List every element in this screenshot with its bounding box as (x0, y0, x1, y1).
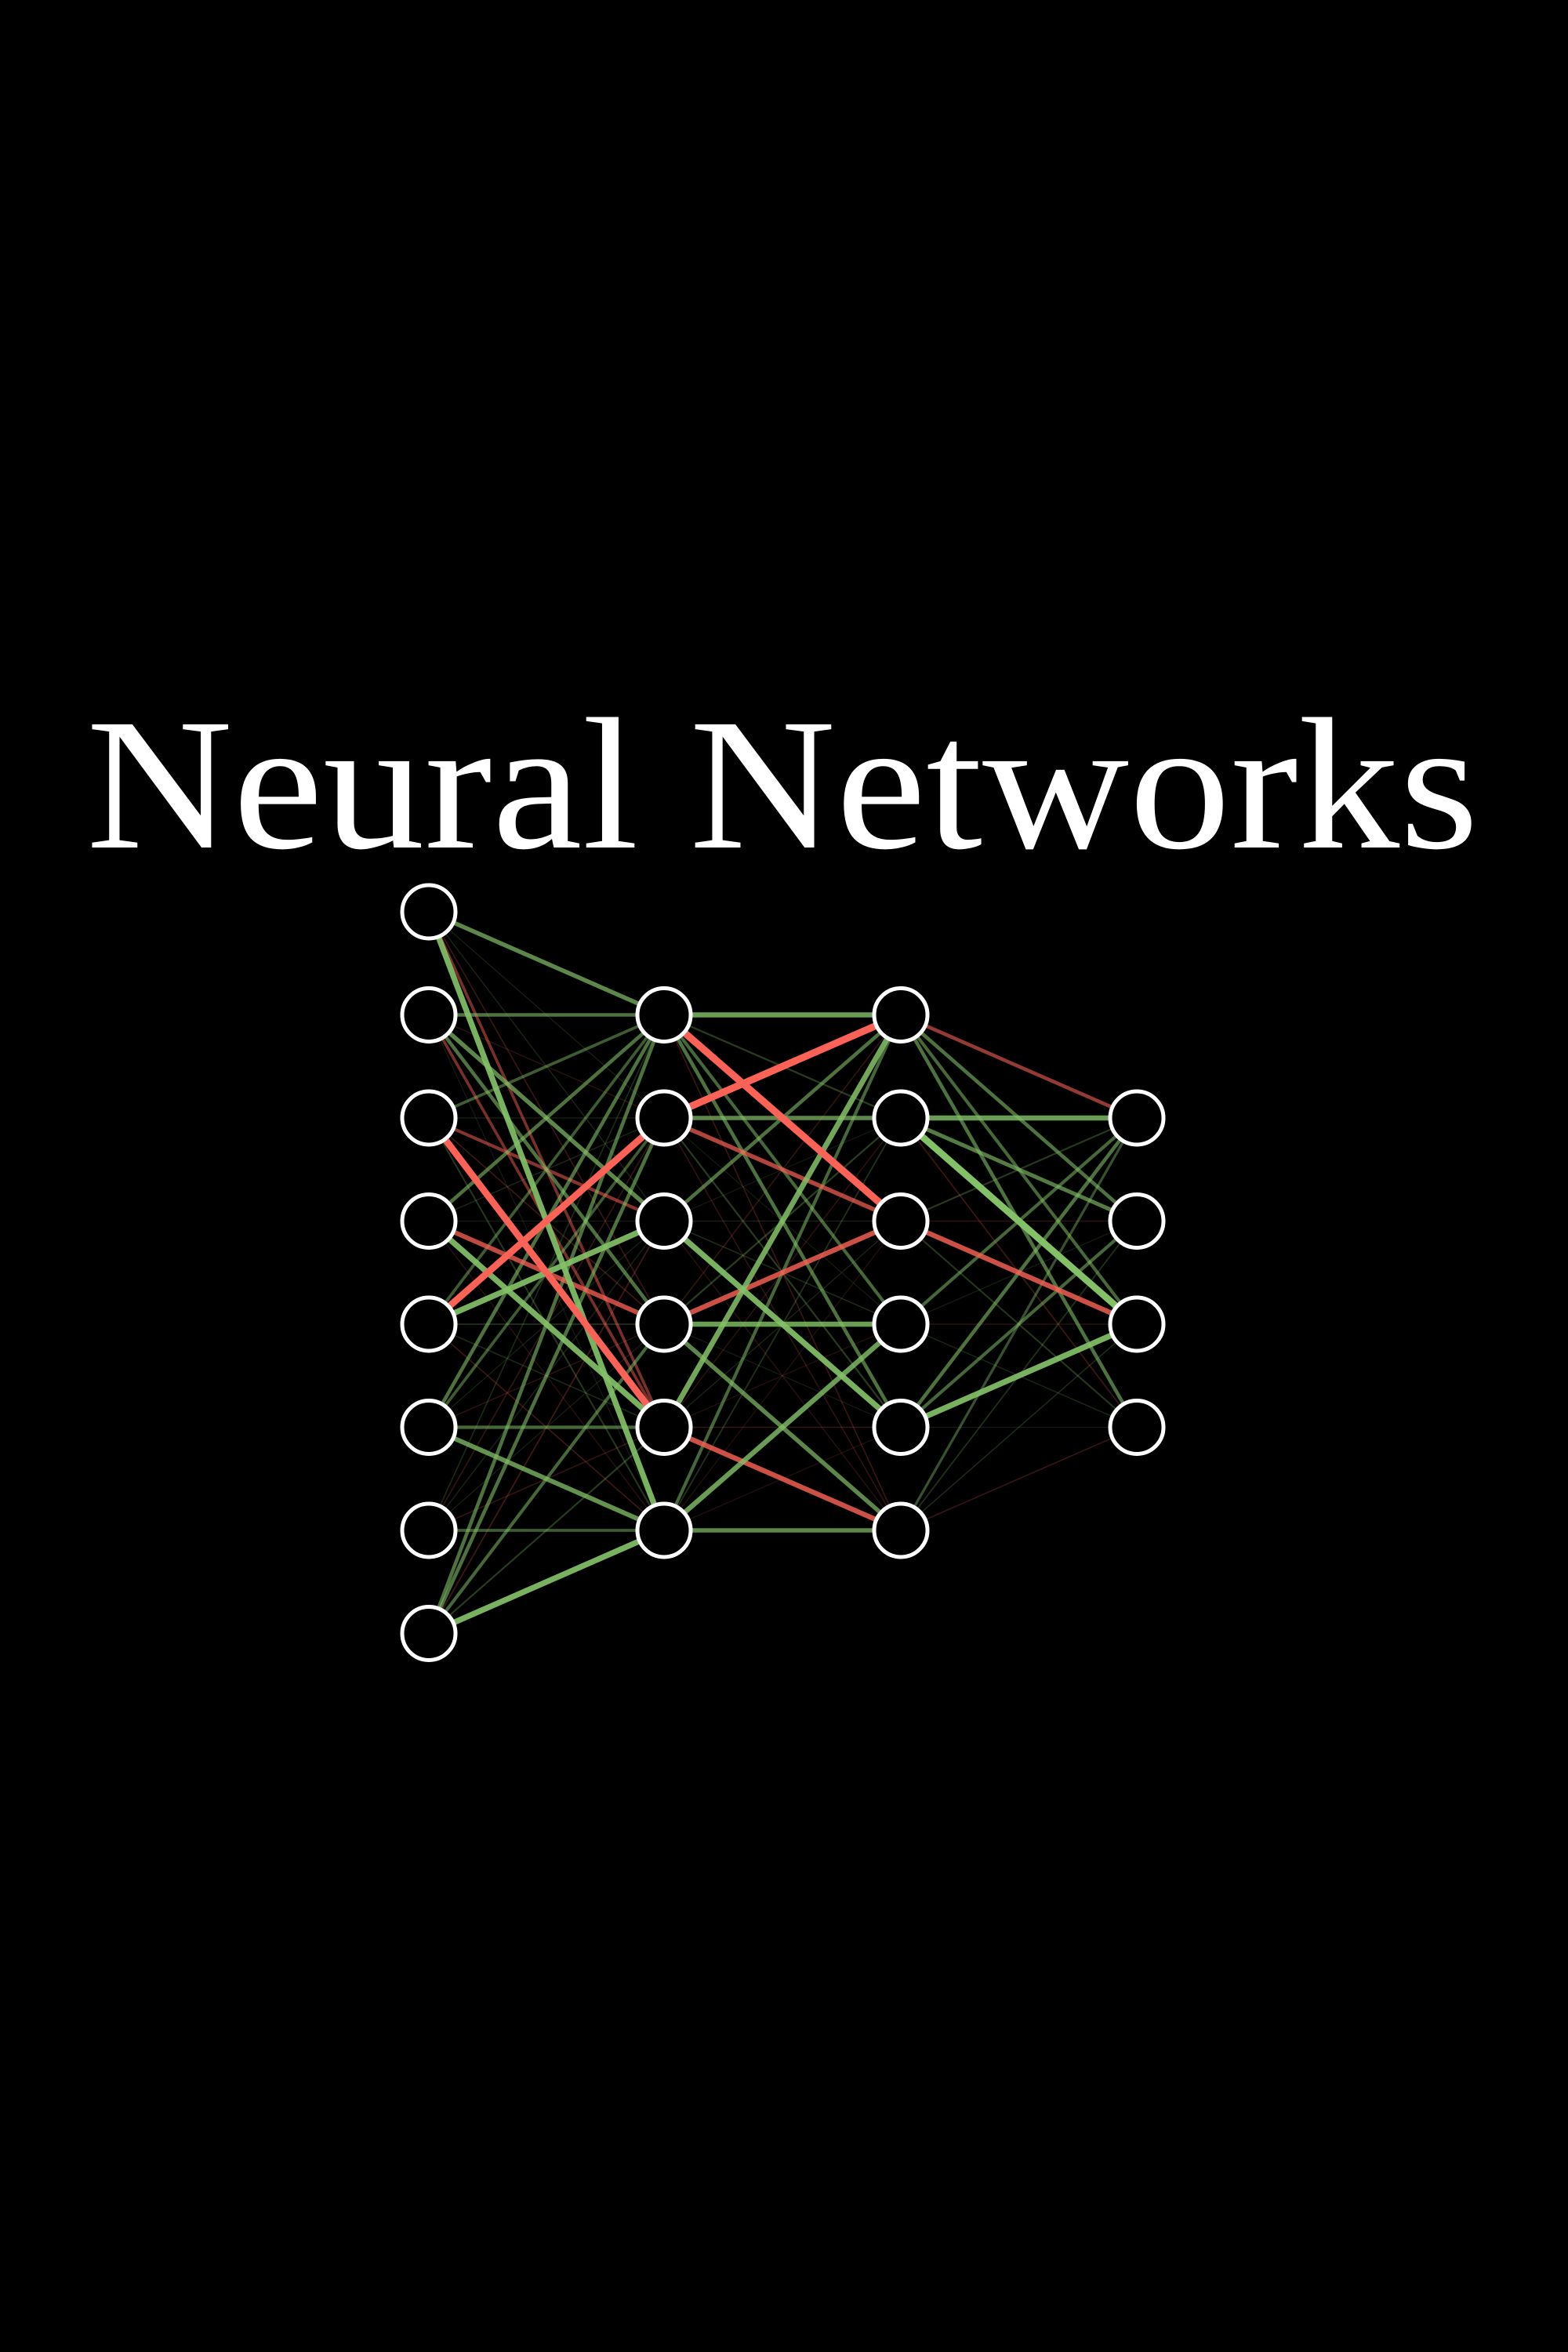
neuron-layer-1 (400, 1605, 458, 1662)
neuron-layer-1 (400, 1192, 458, 1250)
edge (426, 1116, 667, 1430)
edge (662, 1013, 903, 1429)
title: Neural Networks (86, 680, 1479, 888)
edge (427, 1013, 666, 1223)
edge-faint (663, 1221, 902, 1531)
neuron-layer-2 (635, 1501, 693, 1559)
edge-faint (428, 1014, 665, 1119)
edge (662, 1218, 903, 1430)
neuron-layer-1 (400, 1399, 458, 1456)
edge (900, 1013, 1138, 1120)
edge (662, 1011, 902, 1122)
neuron-layer-1 (400, 986, 458, 1044)
edge (662, 1012, 903, 1224)
neuron-layer-4 (1108, 1192, 1166, 1250)
edge (426, 1115, 666, 1327)
neuron-layer-3 (872, 986, 930, 1044)
edge-faint (663, 1323, 902, 1428)
edge-faint (900, 1426, 1138, 1531)
edge (898, 1115, 1139, 1327)
edge (899, 1116, 1138, 1223)
neuron-layer-3 (872, 1192, 930, 1250)
neuron-layer-2 (635, 1295, 693, 1353)
edge (427, 909, 666, 1018)
neuron-layer-3 (872, 1295, 930, 1353)
edge (662, 1218, 902, 1327)
neuron-layer-2 (635, 1192, 693, 1250)
edge (899, 1218, 1138, 1327)
edge (427, 1527, 666, 1636)
neuron-layer-4 (1108, 1399, 1166, 1456)
edge (899, 1321, 1138, 1430)
edge-faint (428, 911, 665, 1221)
neuron-layer-4 (1108, 1295, 1166, 1353)
neuron-layer-3 (872, 1501, 930, 1559)
nodes (400, 883, 1166, 1662)
neuron-layer-2 (635, 1089, 693, 1147)
edge-faint (428, 1426, 665, 1635)
edge-faint (663, 1323, 902, 1428)
edge (426, 1117, 666, 1635)
edge (426, 1218, 666, 1430)
edge (428, 1013, 665, 1120)
edge (662, 1116, 902, 1224)
neuron-layer-2 (635, 1399, 693, 1456)
neuron-layer-3 (872, 1399, 930, 1456)
edge (899, 1219, 1138, 1429)
edge (427, 1425, 666, 1533)
neuron-layer-2 (635, 986, 693, 1044)
neuron-layer-1 (400, 1295, 458, 1353)
neuron-layer-1 (400, 1501, 458, 1559)
neuron-layer-1 (400, 883, 458, 941)
edge (427, 1014, 666, 1326)
edge (662, 1425, 902, 1533)
edge (662, 1322, 903, 1533)
neuron-layer-4 (1108, 1089, 1166, 1147)
neuron-layer-1 (400, 1089, 458, 1147)
edges (426, 909, 1139, 1636)
neuron-layer-3 (872, 1089, 930, 1147)
